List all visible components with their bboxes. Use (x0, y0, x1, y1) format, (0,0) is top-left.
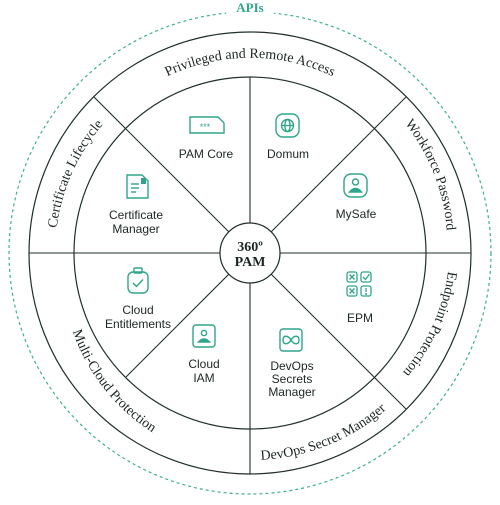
mysafe-label: MySafe (336, 207, 377, 221)
center-line2: PAM (235, 255, 266, 270)
label-endpoint-protection: Endpoint Protection (400, 271, 460, 380)
product-cloud-entitlements[interactable]: Cloud Entitlements (105, 267, 171, 331)
cloud-iam-label-line1: Cloud (188, 357, 219, 371)
domum-label: Domum (267, 147, 309, 161)
user-shield-icon (343, 173, 368, 198)
globe-icon (275, 113, 300, 138)
cloud-ent-label-line1: Cloud (122, 303, 153, 317)
center-line1: 360º (237, 240, 263, 255)
product-mysafe[interactable]: MySafe (336, 173, 377, 221)
devops-label-line3: Manager (268, 385, 315, 399)
certificate-document-icon (126, 174, 149, 199)
product-certificate-manager[interactable]: Certificate Manager (109, 174, 163, 236)
devops-label-line1: DevOps (270, 359, 313, 373)
label-workforce-password: Workforce Password (402, 117, 458, 231)
apis-label: APIs (236, 0, 263, 15)
product-cloud-iam[interactable]: Cloud IAM (188, 324, 220, 385)
password-field-icon: *** (189, 116, 225, 134)
cert-mgr-label-line1: Certificate (109, 208, 163, 222)
infinity-icon (279, 328, 303, 352)
outer-band-dividers (29, 96, 471, 474)
product-pam-core[interactable]: *** PAM Core (179, 116, 234, 161)
epm-label: EPM (347, 311, 373, 325)
label-certificate-lifecycle: Certificate Lifecycle (46, 117, 107, 229)
id-badge-icon (192, 324, 216, 348)
pam-core-label: PAM Core (179, 147, 234, 161)
cloud-iam-label-line2: IAM (193, 371, 214, 385)
product-epm[interactable]: EPM (346, 271, 373, 325)
svg-text:***: *** (200, 122, 211, 132)
label-devops-secret-manager: DevOps Secret Manager (260, 401, 389, 464)
cert-mgr-label-line2: Manager (112, 222, 159, 236)
label-multi-cloud-protection: Multi-Cloud Protection (69, 327, 159, 435)
devops-label-line2: Secrets (272, 372, 313, 386)
cloud-ent-label-line2: Entitlements (105, 317, 171, 331)
label-privileged-remote-access: Privileged and Remote Access (163, 47, 338, 80)
product-devops-secrets-manager[interactable]: DevOps Secrets Manager (268, 328, 316, 399)
product-domum[interactable]: Domum (267, 113, 309, 161)
clipboard-check-icon (127, 267, 149, 294)
center-hub (219, 222, 281, 284)
app-grid-check-icon (346, 271, 372, 297)
